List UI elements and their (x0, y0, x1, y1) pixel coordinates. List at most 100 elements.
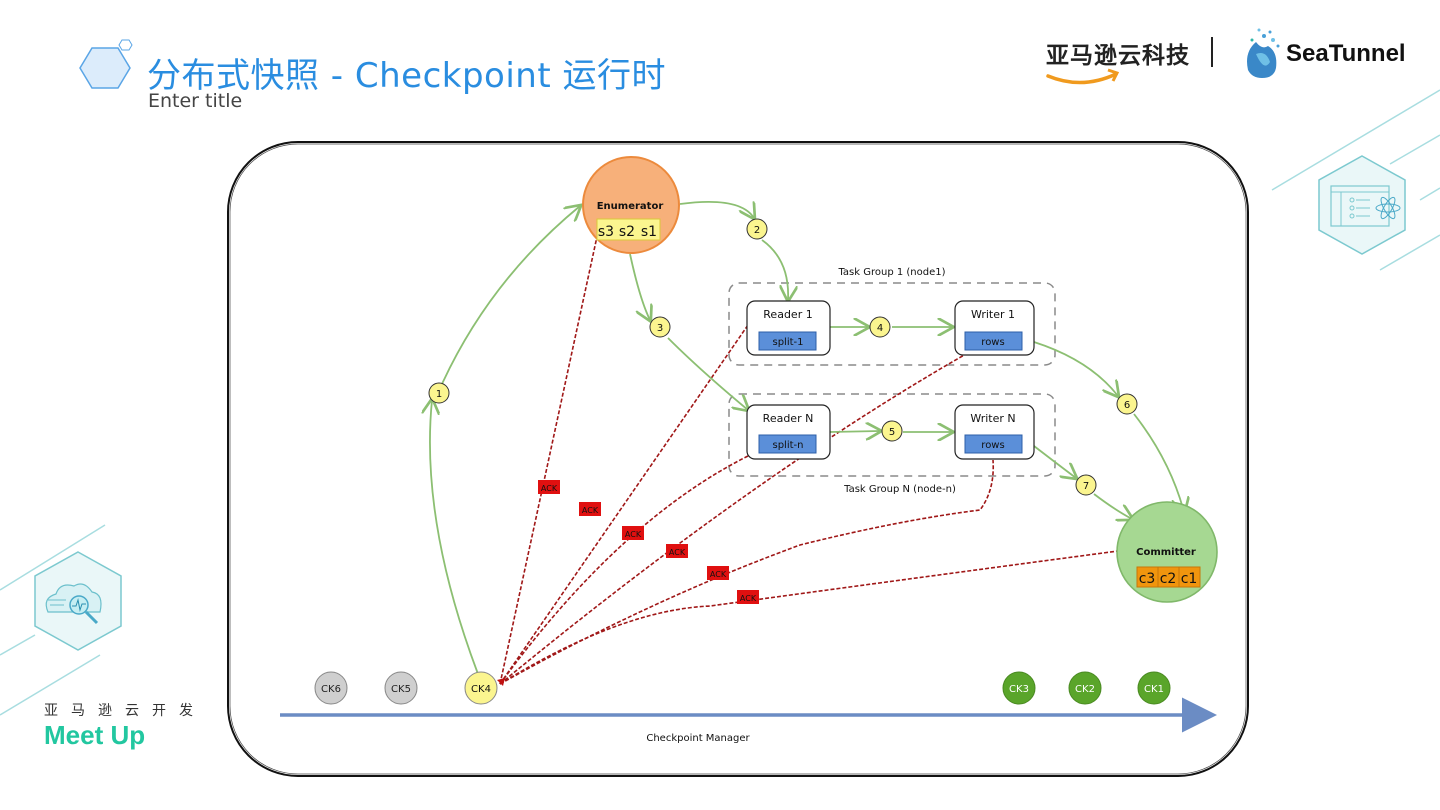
flow-arrows (430, 201, 1184, 675)
step-number: 5 (889, 427, 895, 438)
step-number: 3 (657, 323, 663, 334)
step-badge-3: 3 (649, 316, 671, 338)
enumerator-split: s3 (598, 224, 614, 240)
step-badge-2: 2 (746, 218, 768, 240)
ack-badge-bg (538, 480, 560, 494)
ack-badge: ACK (538, 480, 560, 494)
ack-badge: ACK (737, 590, 759, 604)
flow-step1-to-enumerator (441, 206, 580, 385)
reader-n-split: split-n (773, 440, 804, 451)
flow-step6-to-committer (1133, 413, 1184, 512)
checkpoint-id: CK2 (1075, 684, 1095, 695)
ack-line-writer-n (499, 459, 995, 685)
step-number: 1 (436, 389, 442, 400)
step-circle (649, 316, 671, 338)
checkpoint-circle (1002, 671, 1036, 705)
ack-badge-bg (579, 502, 601, 516)
page-title: 分布式快照 - Checkpoint 运行时 (147, 56, 666, 96)
checkpoint-circle (1137, 671, 1171, 705)
writer-n-data: rows (981, 440, 1004, 451)
reader-n-node: Reader N split-n (746, 404, 831, 460)
task-group-1-box (728, 282, 1056, 366)
step-circle (869, 316, 891, 338)
ack-badge-bg (707, 566, 729, 580)
step-badge-6: 6 (1116, 393, 1138, 415)
committer-label: Committer (1136, 547, 1196, 558)
enumerator-split: s2 (619, 224, 635, 240)
step-badge-4: 4 (869, 316, 891, 338)
ack-badge-bg (737, 590, 759, 604)
step-badge-5: 5 (881, 420, 903, 442)
ack-line-writer-1 (499, 345, 981, 685)
flow-readern-to-step5 (829, 431, 880, 432)
reader-n-label: Reader N (763, 412, 814, 425)
ack-badge: ACK (622, 526, 644, 540)
writer-n-node: Writer N rows (954, 404, 1035, 460)
checkpoint-list: CK6 CK5 CK4 CK3 CK2 CK1 (314, 671, 1171, 705)
flow-enumerator-to-step3 (629, 253, 650, 320)
checkpoint-circle (1068, 671, 1102, 705)
ack-origin-marker (497, 678, 505, 686)
ack-line-reader-n (499, 455, 749, 685)
ack-label: ACK (710, 570, 727, 579)
reader-1-split: split-1 (772, 337, 803, 348)
task-group-n-box (728, 393, 1056, 477)
amazon-brand-logo: 亚马逊云科技 (1046, 43, 1190, 69)
ack-badge-bg (666, 544, 688, 558)
step-number: 7 (1083, 481, 1089, 492)
enumerator-node: Enumerator s3 s2 s1 (582, 156, 680, 254)
meetup-subtitle: 亚马逊云开发 (44, 703, 206, 719)
decor-lines-left (0, 524, 106, 716)
reader-1-node: Reader 1 split-1 (746, 300, 831, 356)
checkpoint-ck1: CK1 (1137, 671, 1171, 705)
ack-label: ACK (582, 506, 599, 515)
enumerator-label: Enumerator (597, 201, 664, 212)
checkpoint-ck3: CK3 (1002, 671, 1036, 705)
seatunnel-brand-logo: SeaTunnel (1286, 40, 1406, 67)
ack-label: ACK (669, 548, 686, 557)
hexagon-atom-icon (1318, 155, 1406, 255)
step-badges: 1 2 3 4 5 6 7 (428, 218, 1138, 496)
checkpoint-id: CK1 (1144, 684, 1164, 695)
checkpoint-ck5: CK5 (384, 671, 418, 705)
checkpoint-id: CK4 (471, 684, 491, 695)
task-group-n-label: Task Group N (node-n) (843, 484, 956, 495)
brand-divider (1211, 37, 1213, 67)
flow-enumerator-to-step2 (679, 201, 754, 218)
step-circle (881, 420, 903, 442)
committer-node: Committer c3 c2 c1 (1116, 501, 1218, 603)
committer-commit: c2 (1160, 571, 1177, 587)
checkpoint-id: CK6 (321, 684, 341, 695)
flow-step3-to-readern (667, 337, 748, 410)
committer-commit: c3 (1139, 571, 1156, 587)
flow-step7-to-committer (1093, 493, 1132, 519)
ack-label: ACK (625, 530, 642, 539)
title-hexagon-icon (79, 39, 133, 89)
step-circle (746, 218, 768, 240)
step-badge-1: 1 (428, 382, 450, 404)
amazon-arrow-icon (1107, 68, 1120, 82)
writer-1-data: rows (981, 337, 1004, 348)
checkpoint-ck6: CK6 (314, 671, 348, 705)
ack-label: ACK (740, 594, 757, 603)
enumerator-splits-box (596, 218, 661, 241)
step-number: 6 (1124, 400, 1130, 411)
committer-commit: c1 (1181, 571, 1198, 587)
checkpoint-ck4: CK4 (464, 671, 498, 705)
decor-lines-right (1271, 89, 1440, 271)
checkpoint-ck2: CK2 (1068, 671, 1102, 705)
ack-line-reader-1 (499, 324, 749, 685)
ack-badge-bg (622, 526, 644, 540)
flow-writern-to-step7 (1033, 445, 1076, 478)
checkpoint-circle (464, 671, 498, 705)
ack-badge: ACK (707, 566, 729, 580)
seatunnel-logo-icon (1247, 28, 1280, 78)
checkpoint-manager-label: Checkpoint Manager (646, 733, 750, 744)
writer-n-label: Writer N (970, 412, 1015, 425)
task-group-1-label: Task Group 1 (node1) (837, 267, 945, 278)
flow-step2-to-reader1 (761, 239, 788, 300)
hexagon-cloud-monitor-icon (34, 551, 122, 651)
step-circle (1075, 474, 1097, 496)
step-number: 4 (877, 323, 883, 334)
